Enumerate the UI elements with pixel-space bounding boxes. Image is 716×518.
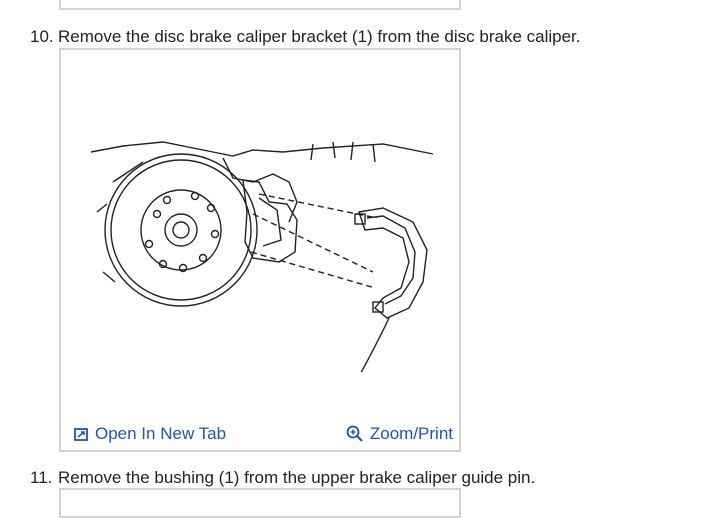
step-10-text: Remove the disc brake caliper bracket (1… <box>58 27 581 46</box>
step-10-number: 10. <box>30 27 54 46</box>
step-11-number: 11. <box>30 468 53 487</box>
step-11: 11. Remove the bushing (1) from the upper… <box>30 468 535 488</box>
zoom-print-link[interactable]: Zoom/Print <box>346 424 453 444</box>
brake-caliper-bracket-illustration: 1 <box>90 141 434 372</box>
open-new-tab-icon <box>74 428 88 441</box>
open-new-tab-label: Open In New Tab <box>95 424 227 443</box>
zoom-print-label: Zoom/Print <box>369 424 453 443</box>
zoom-icon <box>346 425 363 442</box>
open-new-tab-link[interactable]: Open In New Tab <box>73 424 226 444</box>
figure-box: 1 Open In New Tab Zoom/Print <box>59 48 461 452</box>
step-10: 10.Remove the disc brake caliper bracket… <box>30 27 581 47</box>
figure-link-bar: Open In New Tab Zoom/Print <box>61 418 459 450</box>
previous-figure-box: Open In New Tab Zoom/Print <box>59 0 461 10</box>
step-11-text: Remove the bushing (1) from the upper br… <box>58 468 536 487</box>
